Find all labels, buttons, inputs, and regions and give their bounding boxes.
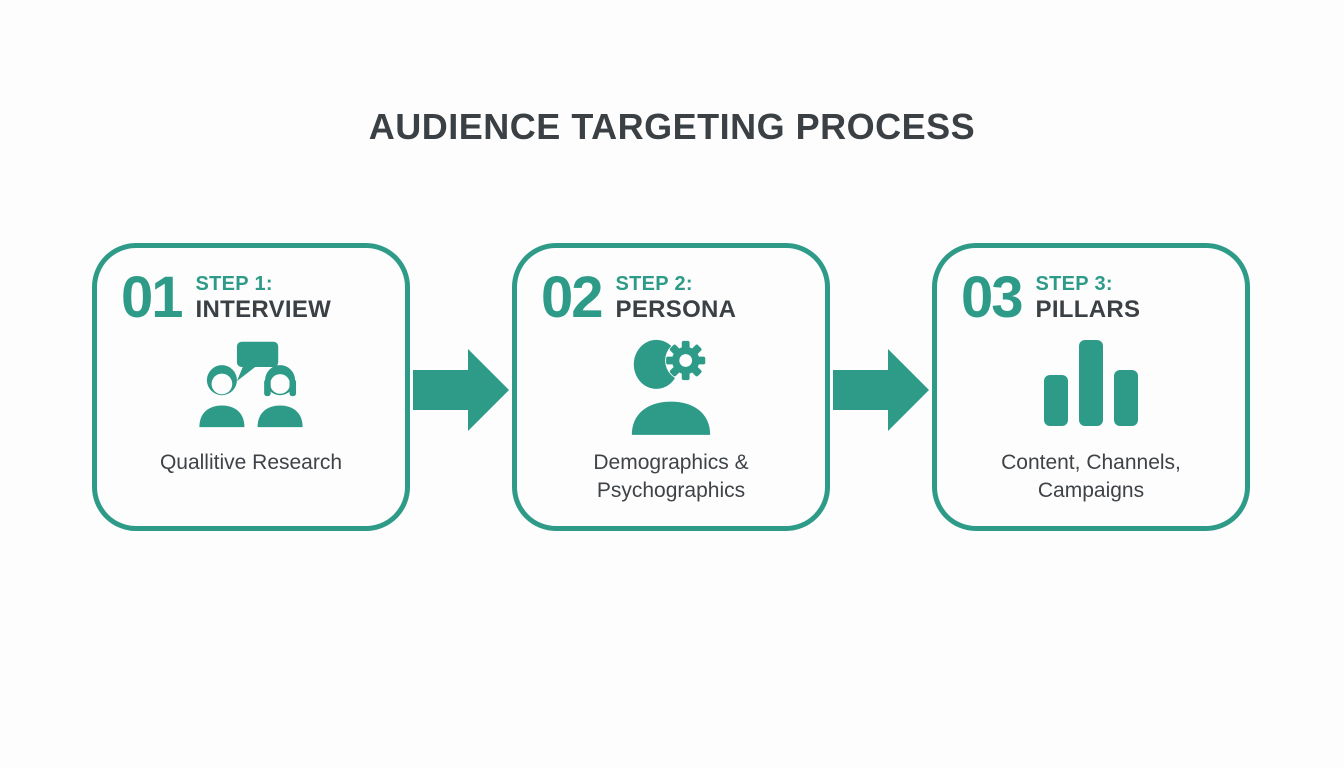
step-card-interview: 01 STEP 1: INTERVIEW (92, 243, 410, 531)
step-number: 03 (961, 265, 1023, 330)
interview-people-icon (190, 337, 312, 434)
page-title: AUDIENCE TARGETING PROCESS (368, 106, 976, 147)
arrow-right-icon (833, 349, 929, 431)
content-pillars-bars-icon (1044, 339, 1138, 431)
step-label: STEP 3: (1035, 273, 1113, 295)
step-number: 01 (121, 265, 183, 330)
persona-head-gear-icon (624, 331, 718, 440)
step-card-header: 01 STEP 1: INTERVIEW (97, 248, 405, 330)
step-name: PERSONA (615, 296, 737, 323)
step-caption: Content, Channels, Campaigns (1001, 451, 1181, 503)
arrow-right-icon (413, 349, 509, 431)
step-name: PILLARS (1035, 296, 1141, 323)
step-card-header: 02 STEP 2: PERSONA (517, 248, 825, 330)
step-card-persona: 02 STEP 2: PERSONA (512, 243, 830, 531)
step-label: STEP 1: (195, 273, 273, 295)
step-caption: Quallitive Research (159, 451, 343, 475)
step-caption: Demographics & Psychographics (593, 451, 749, 503)
step-label: STEP 2: (615, 273, 693, 295)
process-steps-row: 01 STEP 1: INTERVIEW (92, 243, 1250, 531)
step-card-header: 03 STEP 3: PILLARS (937, 248, 1245, 330)
step-name: INTERVIEW (195, 296, 332, 323)
step-card-pillars: 03 STEP 3: PILLARS Content, Channels, Ca… (932, 243, 1250, 531)
step-number: 02 (541, 265, 603, 330)
